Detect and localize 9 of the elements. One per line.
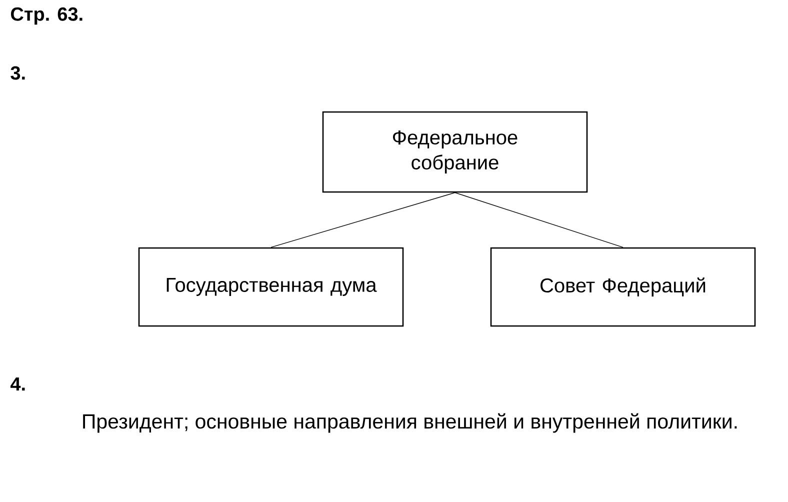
text-box: Федеральное собрание [322, 111, 588, 193]
task-number: 4. [10, 377, 25, 391]
connector-line [270, 192, 456, 248]
text-box: Государственная дума [138, 247, 404, 327]
task-number: 3. [10, 66, 25, 80]
answer-text: Президент; основные направления внешней и внутренней политики. [83, 413, 737, 433]
page-number: Стр. 63. [11, 7, 82, 25]
connector-line [454, 192, 624, 248]
text-box: Совет Федераций [490, 247, 756, 327]
